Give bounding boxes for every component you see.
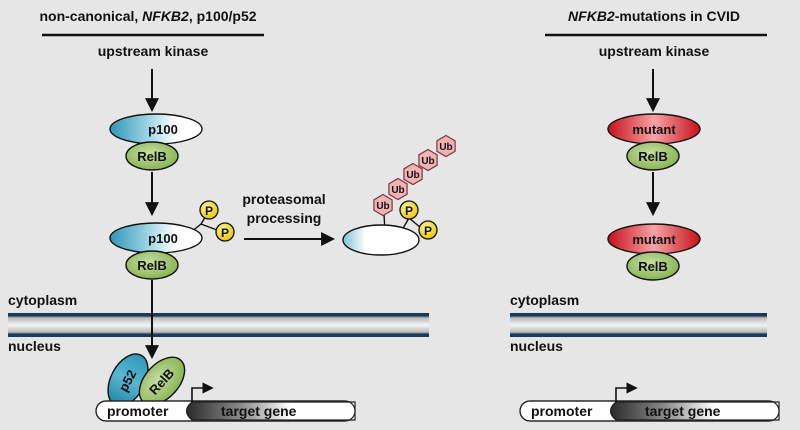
left-target-gene-region xyxy=(185,401,356,421)
relb-protein xyxy=(626,141,680,171)
relb-label: RelB xyxy=(638,259,668,274)
ubiquitin-label: Ub xyxy=(421,156,434,167)
transcription-start-arrow-icon xyxy=(191,382,214,402)
ubiquitin-label: Ub xyxy=(391,185,404,196)
relb-protein xyxy=(125,250,179,280)
ubiquitin-label: Ub xyxy=(376,201,389,212)
ubiquitin-icon xyxy=(388,177,408,201)
proteasomal-label: proteasomal xyxy=(242,191,325,207)
p100-relb-complex: p100 RelB xyxy=(109,113,203,171)
ubiquitin-icon xyxy=(403,162,423,186)
right-nuclear-membrane xyxy=(510,313,767,337)
ubiquitin-label: Ub xyxy=(406,170,419,181)
mutant-relb-complex: mutant RelB xyxy=(607,113,701,171)
phosphate-label: P xyxy=(405,204,413,218)
phosphate-label: P xyxy=(205,204,213,218)
left-target-gene-label: target gene xyxy=(221,403,297,419)
phosphate-icon xyxy=(199,200,219,220)
ubiquitin-label: Ub xyxy=(439,142,452,153)
right-panel: NFKB2-mutations in CVID upstream kinase … xyxy=(510,8,780,422)
ubiquitin-icon xyxy=(373,193,393,217)
mutant-relb-complex-arrested: mutant RelB xyxy=(607,223,701,281)
p100-label: p100 xyxy=(148,231,178,246)
relb-label: RelB xyxy=(137,258,167,273)
relb-label: RelB xyxy=(137,149,167,164)
left-promoter-label: promoter xyxy=(107,403,169,419)
left-upstream-kinase-label: upstream kinase xyxy=(98,43,209,59)
phosphate-icon xyxy=(215,222,235,242)
left-panel: non-canonical, NFKB2, p100/p52 upstream … xyxy=(8,8,456,422)
mutant-label: mutant xyxy=(632,232,676,247)
left-nuclear-membrane xyxy=(8,313,429,337)
ubiquitin-icon xyxy=(418,148,438,172)
right-target-gene-region xyxy=(609,401,780,421)
phospho-linker xyxy=(200,223,218,231)
p52-relb-complex: p52 RelB xyxy=(107,353,186,407)
ubiquitin-icon xyxy=(436,134,456,158)
relb-protein xyxy=(626,251,680,281)
phospho-p100-relb-complex: p100 P P RelB xyxy=(109,200,235,280)
relb-label: RelB xyxy=(638,149,668,164)
p100-degradation-fragment xyxy=(342,224,420,256)
left-header-title: non-canonical, NFKB2, p100/p52 xyxy=(39,8,256,24)
right-dna-outline xyxy=(519,400,780,422)
right-header-title: NFKB2-mutations in CVID xyxy=(568,8,740,24)
transcription-start-arrow-icon xyxy=(615,382,638,402)
phospho-linker xyxy=(408,217,422,229)
right-nucleus-label: nucleus xyxy=(510,338,563,354)
p100-label: p100 xyxy=(148,122,178,137)
phosphate-label: P xyxy=(221,226,229,240)
right-cytoplasm-label: cytoplasm xyxy=(510,292,579,308)
phosphate-icon xyxy=(399,200,419,220)
left-nucleus-label: nucleus xyxy=(8,338,61,354)
processing-label: processing xyxy=(247,210,322,226)
left-cytoplasm-label: cytoplasm xyxy=(8,292,77,308)
left-dna-outline xyxy=(95,400,356,422)
right-promoter-label: promoter xyxy=(531,403,593,419)
right-upstream-kinase-label: upstream kinase xyxy=(599,43,710,59)
relb-protein xyxy=(125,141,179,171)
mutant-label: mutant xyxy=(632,122,676,137)
right-target-gene-label: target gene xyxy=(645,403,721,419)
phosphate-label: P xyxy=(424,224,432,238)
phosphate-icon xyxy=(418,220,438,240)
